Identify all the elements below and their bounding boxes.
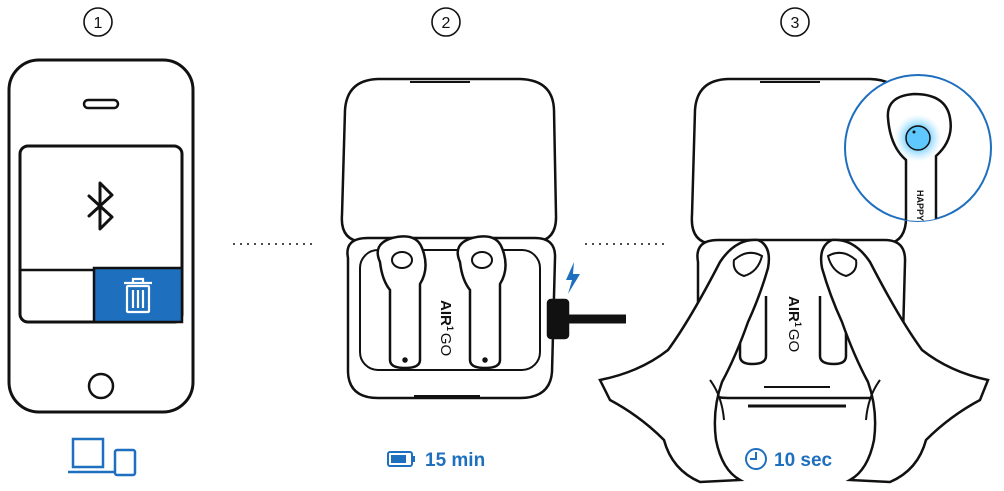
- bluetooth-icon: [87, 181, 114, 231]
- svg-text:3: 3: [791, 15, 800, 32]
- svg-text:AIR1GO: AIR1GO: [785, 296, 803, 352]
- case-brand-label-step3: AIR1GO: [785, 296, 803, 352]
- forget-device-button: [92, 266, 184, 324]
- step-1-number: 1: [83, 7, 113, 37]
- clock-icon: [745, 448, 767, 470]
- phone-illustration: [7, 58, 195, 414]
- earbud-led-zoom: HAPPY: [844, 74, 992, 222]
- trash-icon: [124, 277, 152, 314]
- step-2-number: 2: [431, 7, 461, 37]
- svg-text:2: 2: [442, 15, 451, 32]
- earbud-stem-text: HAPPY: [915, 190, 925, 221]
- step-3-number: 3: [780, 7, 810, 37]
- battery-icon: [387, 451, 415, 467]
- charging-case-illustration: [340, 77, 626, 400]
- bluetooth-settings-panel: [18, 144, 184, 324]
- reset-time-label: 10 sec: [774, 450, 833, 471]
- svg-text:AIR1GO: AIR1GO: [437, 300, 455, 356]
- charging-bolt-icon: [566, 262, 580, 294]
- devices-icon: [68, 437, 137, 477]
- charge-time-label: 15 min: [425, 450, 485, 471]
- case-brand-label: AIR1GO: [437, 300, 455, 356]
- svg-text:1: 1: [94, 15, 103, 32]
